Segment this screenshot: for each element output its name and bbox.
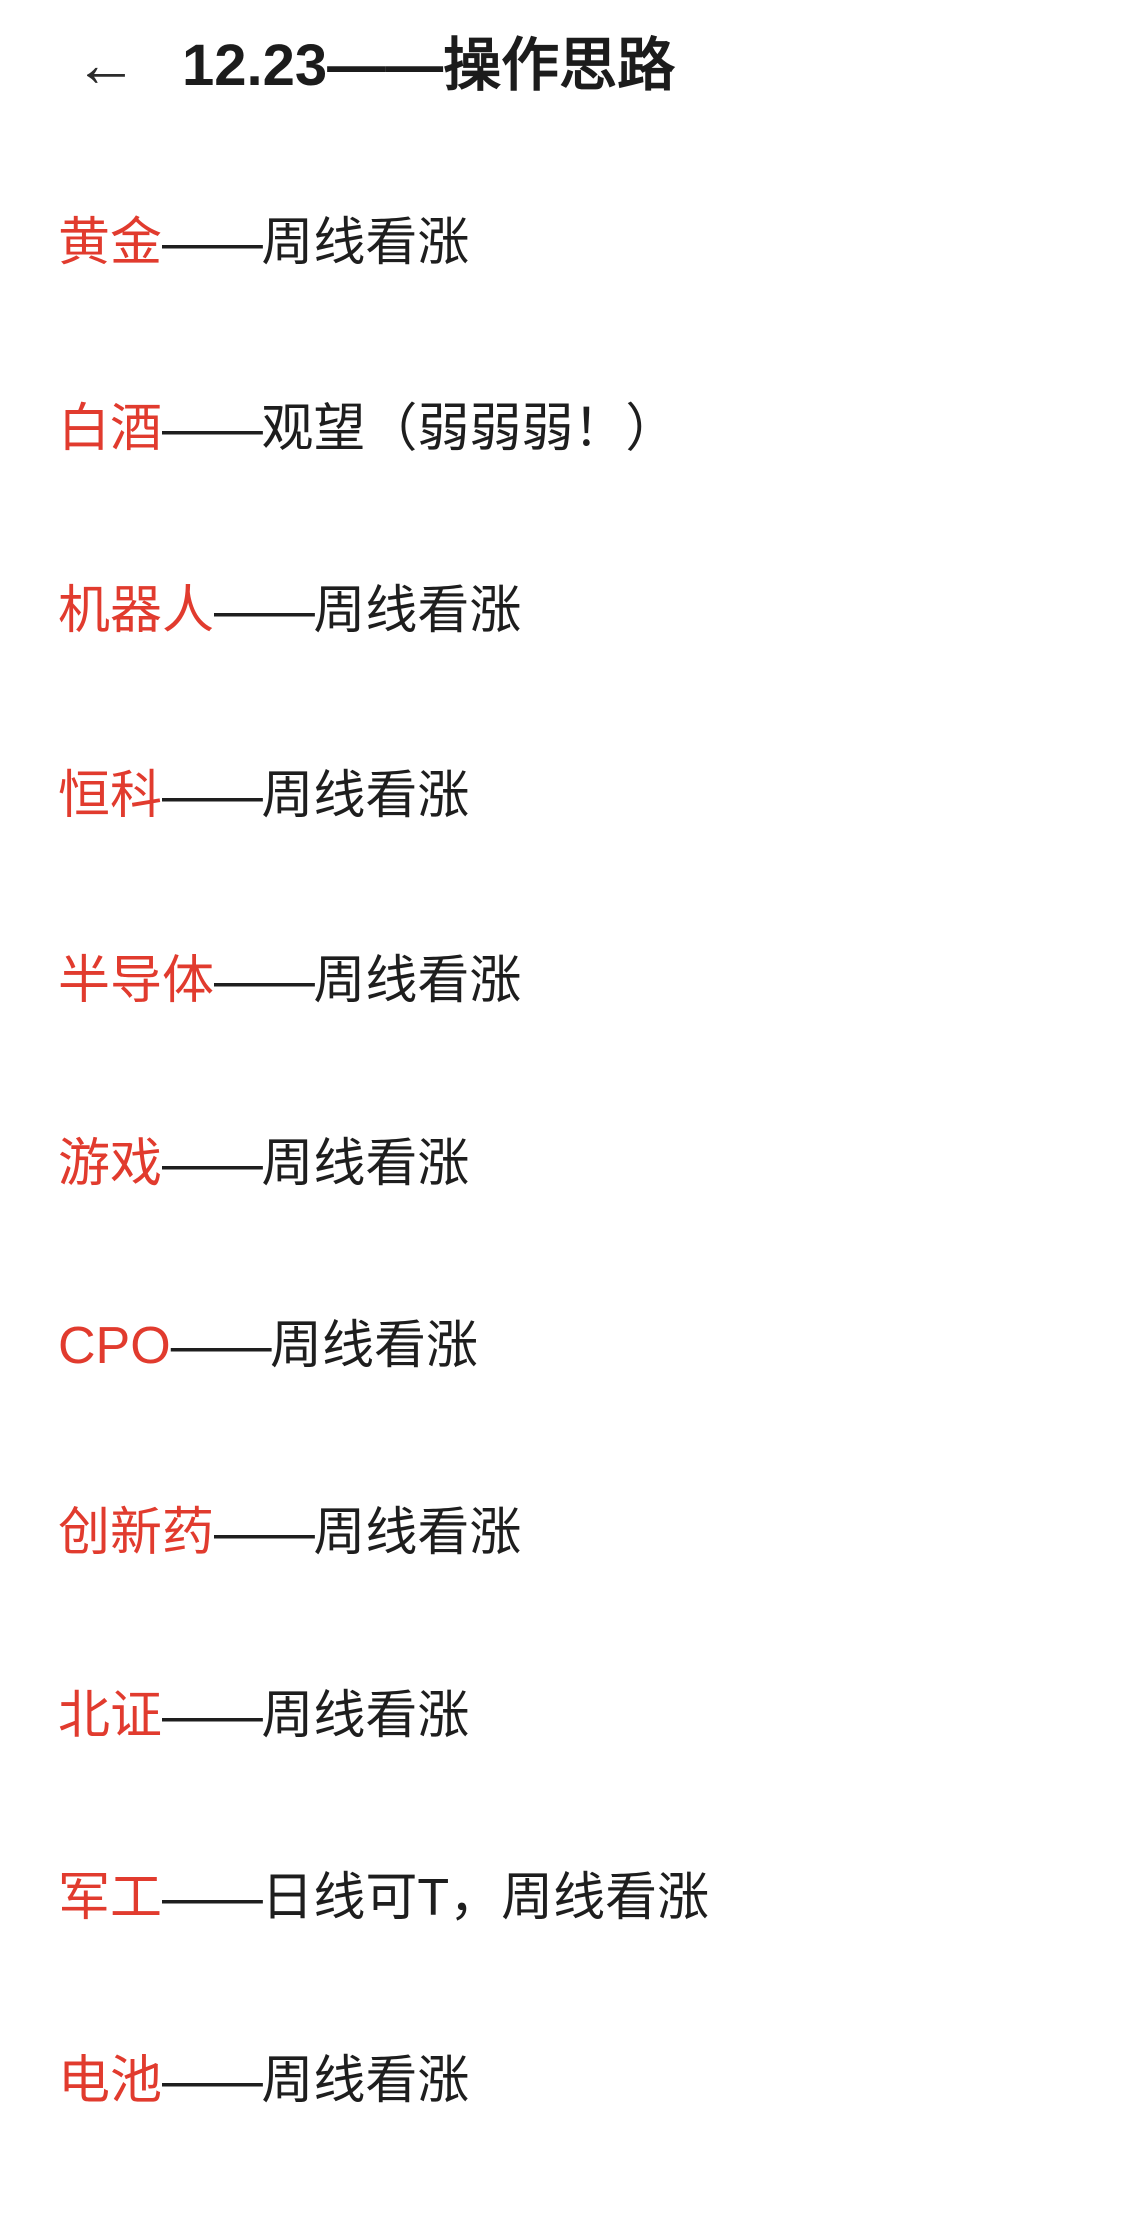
sector-label: 北证	[58, 1687, 163, 1745]
outlook-text: 周线看涨	[313, 952, 522, 1010]
list-item-baijiu: 白酒——观望（弱弱弱！）	[58, 400, 677, 460]
list-item-innovative-drugs: 创新药——周线看涨	[58, 1504, 521, 1564]
dash-separator: ——	[170, 1317, 272, 1375]
sector-label: 创新药	[58, 1504, 215, 1562]
page-title: 12.23——操作思路	[182, 33, 676, 99]
dash-separator: ——	[162, 214, 263, 272]
outlook-text: 日线可T，周线看涨	[261, 1869, 710, 1927]
sector-label: 白酒	[58, 400, 163, 458]
dash-separator: ——	[214, 952, 315, 1010]
list-item-beizheng: 北证——周线看涨	[58, 1687, 469, 1747]
dash-separator: ——	[162, 1687, 263, 1745]
sector-label: CPO	[58, 1317, 171, 1375]
sector-label: 半导体	[58, 952, 215, 1010]
outlook-text: 周线看涨	[313, 582, 522, 640]
outlook-text: 周线看涨	[270, 1317, 479, 1375]
list-item-gaming: 游戏——周线看涨	[58, 1135, 469, 1195]
outlook-text: 周线看涨	[261, 767, 470, 825]
list-item-military: 军工——日线可T，周线看涨	[58, 1869, 709, 1929]
sector-label: 游戏	[58, 1135, 163, 1193]
dash-separator: ——	[162, 2052, 263, 2110]
outlook-text: 周线看涨	[261, 2052, 470, 2110]
outlook-text: 观望（弱弱弱！）	[261, 400, 678, 458]
sector-label: 恒科	[58, 767, 163, 825]
dash-separator: ——	[214, 1504, 315, 1562]
list-item-hengke: 恒科——周线看涨	[58, 767, 469, 827]
back-arrow-icon[interactable]: ←	[74, 28, 138, 100]
sector-label: 电池	[58, 2052, 163, 2110]
sector-label: 军工	[58, 1869, 163, 1927]
header-bar: ← 12.23——操作思路	[74, 28, 676, 100]
list-item-robot: 机器人——周线看涨	[58, 582, 521, 642]
dash-separator: ——	[162, 400, 263, 458]
list-item-gold: 黄金——周线看涨	[58, 214, 469, 274]
list-item-cpo: CPO——周线看涨	[58, 1317, 478, 1377]
list-item-battery: 电池——周线看涨	[58, 2052, 469, 2112]
dash-separator: ——	[162, 1869, 263, 1927]
sector-label: 黄金	[58, 214, 163, 272]
outlook-text: 周线看涨	[261, 1135, 470, 1193]
outlook-text: 周线看涨	[313, 1504, 522, 1562]
dash-separator: ——	[214, 582, 315, 640]
list-item-semiconductor: 半导体——周线看涨	[58, 952, 521, 1012]
dash-separator: ——	[162, 767, 263, 825]
outlook-text: 周线看涨	[261, 1687, 470, 1745]
outlook-text: 周线看涨	[261, 214, 470, 272]
dash-separator: ——	[162, 1135, 263, 1193]
sector-label: 机器人	[58, 582, 215, 640]
